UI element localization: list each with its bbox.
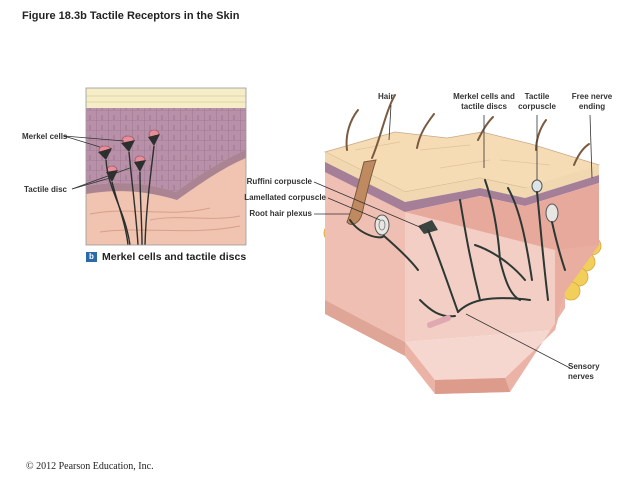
label-tactile-corpuscle: Tactile corpuscle: [512, 92, 562, 112]
copyright-notice: © 2012 Pearson Education, Inc.: [26, 461, 154, 472]
label-tactile-disc: Tactile disc: [24, 185, 67, 194]
lamellated-corpuscle-shape: [374, 214, 390, 236]
caption-badge: b: [86, 252, 97, 262]
inset-illustration: [86, 88, 246, 245]
hair-follicle: [346, 159, 377, 225]
label-line: tactile discs: [461, 102, 507, 111]
inset-nerve-fibers: [105, 145, 155, 245]
tactile-disc-markers: [98, 134, 160, 182]
label-line: Merkel cells and: [453, 92, 515, 101]
skin-block: [323, 94, 602, 394]
inset-epidermis-cells: [86, 108, 246, 192]
label-line: ending: [578, 102, 606, 111]
label-line: Free nerve: [571, 92, 613, 101]
inset-caption: Merkel cells and tactile discs: [102, 251, 247, 263]
main-leader-lines: [313, 104, 593, 369]
label-free-nerve-ending: Free nerve ending: [562, 92, 622, 112]
label-sensory-nerves: Sensory nerves: [568, 362, 600, 382]
tactile-corpuscle-shape: [531, 179, 543, 193]
label-root-hair-plexus: Root hair plexus: [249, 209, 312, 218]
label-merkel-cells-and-tactile-discs: Merkel cells and tactile discs: [444, 92, 524, 112]
label-lamellated-corpuscle: Lamellated corpuscle: [244, 193, 326, 202]
label-hair: Hair: [378, 92, 394, 101]
label-line: nerves: [568, 372, 594, 381]
inset-leader-lines: [63, 135, 131, 190]
label-ruffini-corpuscle: Ruffini corpuscle: [246, 177, 312, 186]
inset-stratum-corneum: [86, 88, 246, 108]
sensory-nerve-fibers: [349, 179, 566, 318]
label-line: Tactile: [524, 92, 550, 101]
ruffini-corpuscle-shape: [418, 220, 438, 234]
figure-title: Figure 18.3b Tactile Receptors in the Sk…: [22, 10, 240, 22]
label-line: corpuscle: [518, 102, 556, 111]
label-line: Sensory: [568, 362, 600, 371]
label-merkel-cells: Merkel cells: [22, 132, 68, 141]
